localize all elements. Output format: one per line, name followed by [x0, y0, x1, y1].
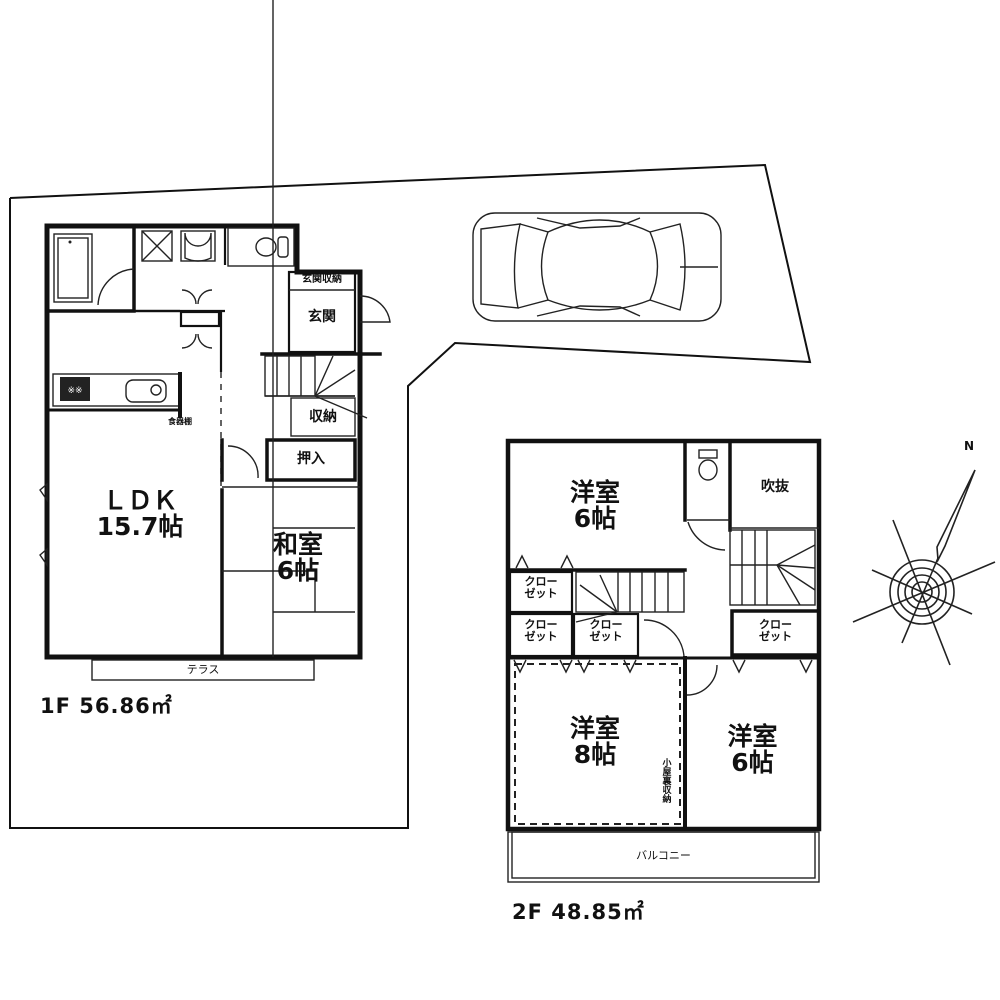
ldk-room-label: ＬＤＫ 15.7帖	[80, 486, 200, 542]
closet-a-label: クロー ゼット	[524, 575, 558, 600]
western-room-8-name: 洋室	[569, 714, 620, 743]
svg-text:※※: ※※	[67, 386, 82, 396]
genkan-storage-label: 玄関収納	[302, 274, 342, 285]
western-room-8-size: 8帖	[573, 740, 617, 770]
western-room-top-label: 洋室 6帖	[540, 478, 650, 534]
compass-icon	[852, 469, 996, 666]
western-room-8-label: 洋室 8帖	[540, 714, 650, 770]
fukinuke-label: 吹抜	[761, 479, 789, 495]
car-icon	[472, 212, 722, 322]
north-label: N	[964, 439, 975, 453]
floor-2-plan	[505, 438, 822, 883]
western-room-top-name: 洋室	[569, 478, 620, 507]
closet-b-label: クロー ゼット	[524, 618, 558, 643]
site-boundary	[9, 163, 812, 829]
western-room-6-name: 洋室	[727, 722, 778, 751]
closet-c-label: クロー ゼット	[589, 618, 623, 643]
closet-d-label: クロー ゼット	[759, 618, 792, 643]
washitsu-size: 6帖	[276, 556, 320, 586]
terrace-label: テラス	[186, 663, 220, 676]
floor-2-area: 2F 48.85㎡	[512, 900, 645, 924]
genkan-label: 玄関	[308, 309, 336, 325]
washitsu-name: 和室	[272, 530, 323, 559]
western-room-6-label: 洋室 6帖	[695, 722, 810, 778]
ldk-name: ＬＤＫ	[102, 486, 178, 515]
oshiire-label: 押入	[297, 451, 325, 467]
cupboard-label: 食器棚	[168, 417, 192, 426]
attic-storage-label: 小屋裏収納	[660, 758, 671, 803]
storage-label: 収納	[309, 409, 337, 425]
floor-1-plan: ※※	[39, 0, 391, 681]
balcony-label: バルコニー	[636, 849, 691, 862]
western-room-6-size: 6帖	[731, 748, 774, 778]
ldk-size: 15.7帖	[96, 512, 184, 542]
floor-1-area: 1F 56.86㎡	[40, 694, 173, 718]
western-room-top-size: 6帖	[573, 504, 617, 534]
washitsu-room-label: 和室 6帖	[258, 530, 338, 586]
